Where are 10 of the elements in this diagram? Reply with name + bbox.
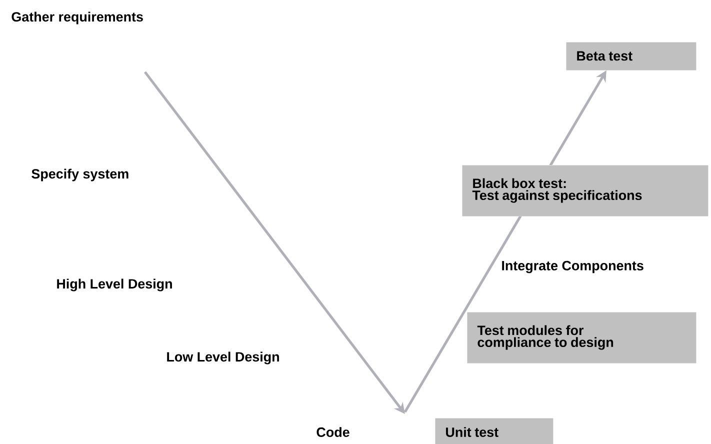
step-label: Code [316,427,350,437]
step-box: Test modules for compliance to design [467,312,696,364]
step-label: Gather requirements [12,12,143,24]
step-label: Integrate Components [502,260,644,274]
step-label: Specify system [32,168,128,182]
step-box: Unit test [435,418,554,444]
step-label: High Level Design [57,278,172,292]
step-box: Beta test [566,42,696,70]
step-box: Black box test: Test against specifications [462,165,708,216]
step-label: Low Level Design [167,352,279,364]
